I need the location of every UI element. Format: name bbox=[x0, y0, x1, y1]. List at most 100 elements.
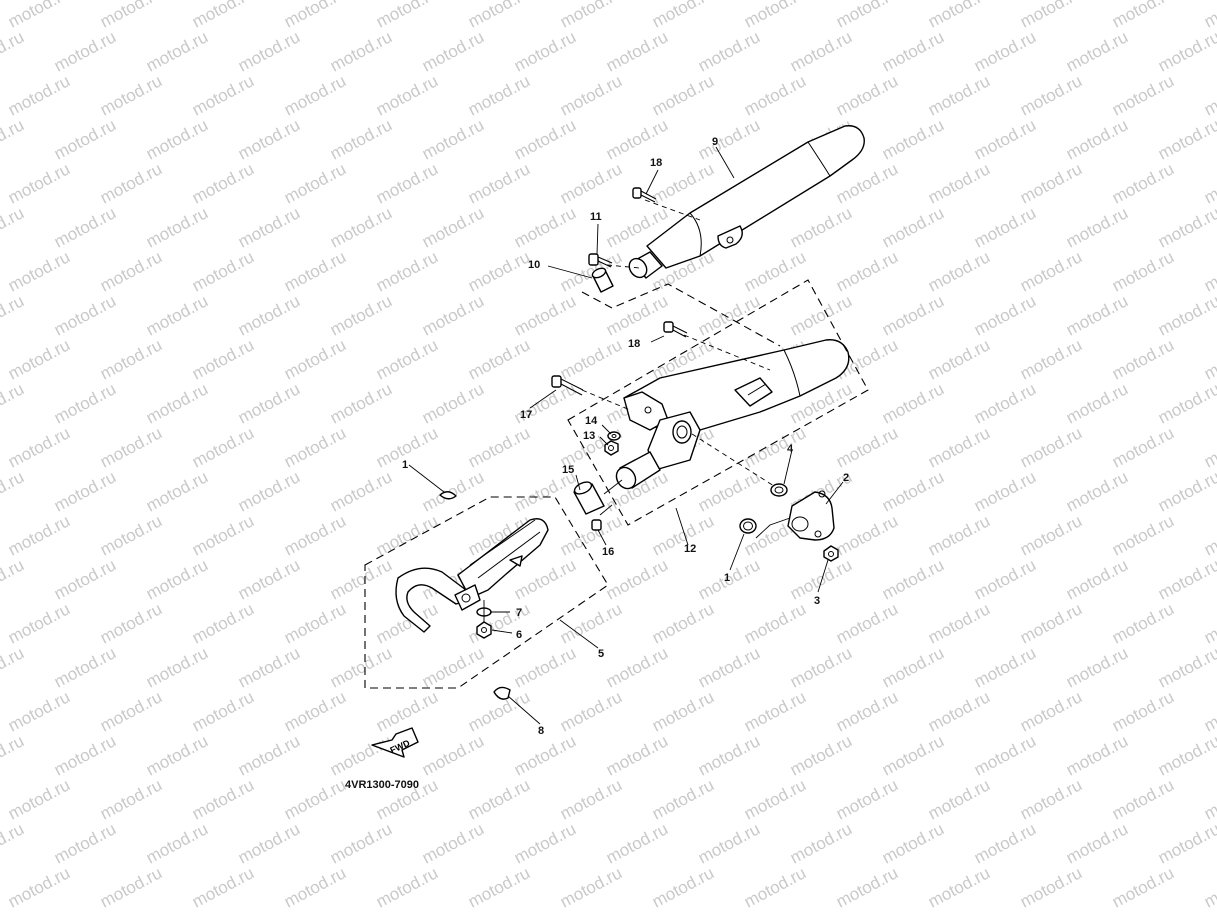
watermark-text: motod.ru bbox=[879, 467, 947, 515]
watermark-text: motod.ru bbox=[419, 291, 487, 339]
watermark-text: motod.ru bbox=[695, 643, 763, 691]
watermark-text: motod.ru bbox=[1109, 863, 1177, 911]
watermark-text: motod.ru bbox=[1063, 731, 1131, 779]
callout-1-right: 1 bbox=[724, 572, 730, 584]
watermark-text: motod.ru bbox=[1063, 819, 1131, 867]
watermark-text: motod.ru bbox=[925, 511, 993, 559]
watermark-text: motod.ru bbox=[0, 467, 27, 515]
watermark-text: motod.ru bbox=[557, 599, 625, 647]
watermark-text: motod.ru bbox=[1017, 687, 1085, 735]
watermark-text: motod.ru bbox=[1155, 291, 1217, 339]
watermark-text: motod.ru bbox=[1201, 511, 1217, 559]
watermark-text: motod.ru bbox=[1201, 335, 1217, 383]
watermark-text: motod.ru bbox=[695, 27, 763, 75]
watermark-text: motod.ru bbox=[695, 819, 763, 867]
watermark-text: motod.ru bbox=[97, 511, 165, 559]
watermark-text: motod.ru bbox=[281, 423, 349, 471]
watermark-text: motod.ru bbox=[51, 27, 119, 75]
watermark-text: motod.ru bbox=[1201, 0, 1217, 32]
watermark-text: motod.ru bbox=[879, 291, 947, 339]
watermark-text: motod.ru bbox=[51, 291, 119, 339]
watermark-text: motod.ru bbox=[327, 291, 395, 339]
watermark-text: motod.ru bbox=[327, 27, 395, 75]
watermark-text: motod.ru bbox=[925, 71, 993, 119]
watermark-text: motod.ru bbox=[787, 203, 855, 251]
watermark-text: motod.ru bbox=[511, 291, 579, 339]
watermark-text: motod.ru bbox=[419, 115, 487, 163]
watermark-text: motod.ru bbox=[189, 599, 257, 647]
watermark-text: motod.ru bbox=[235, 467, 303, 515]
watermark-text: motod.ru bbox=[0, 643, 27, 691]
watermark-text: motod.ru bbox=[97, 775, 165, 823]
watermark-text: motod.ru bbox=[189, 335, 257, 383]
watermark-text: motod.ru bbox=[1017, 423, 1085, 471]
watermark-text: motod.ru bbox=[143, 731, 211, 779]
watermark-text: motod.ru bbox=[143, 819, 211, 867]
watermark-text: motod.ru bbox=[1201, 863, 1217, 911]
watermark-text: motod.ru bbox=[189, 687, 257, 735]
watermark-text: motod.ru bbox=[51, 643, 119, 691]
watermark-text: motod.ru bbox=[833, 687, 901, 735]
watermark-text: motod.ru bbox=[1017, 863, 1085, 911]
watermark-text: motod.ru bbox=[1063, 467, 1131, 515]
watermark-text: motod.ru bbox=[1109, 335, 1177, 383]
watermark-text: motod.ru bbox=[741, 423, 809, 471]
watermark-text: motod.ru bbox=[741, 71, 809, 119]
watermark-text: motod.ru bbox=[5, 0, 73, 32]
watermark-text: motod.ru bbox=[925, 159, 993, 207]
watermark-text: motod.ru bbox=[143, 27, 211, 75]
watermark-text: motod.ru bbox=[373, 159, 441, 207]
callout-15: 15 bbox=[562, 464, 574, 476]
watermark-text: motod.ru bbox=[511, 643, 579, 691]
watermark-text: motod.ru bbox=[741, 687, 809, 735]
watermark-text: motod.ru bbox=[695, 291, 763, 339]
watermark-text: motod.ru bbox=[1109, 599, 1177, 647]
exhaust-pipe-assembly-5 bbox=[395, 518, 549, 633]
bolt-11 bbox=[588, 253, 613, 268]
watermark-text: motod.ru bbox=[189, 247, 257, 295]
watermark-text: motod.ru bbox=[143, 907, 211, 913]
watermark-text: motod.ru bbox=[5, 599, 73, 647]
watermark-text: motod.ru bbox=[327, 907, 395, 913]
watermark-text: motod.ru bbox=[419, 379, 487, 427]
watermark-text: motod.ru bbox=[1063, 643, 1131, 691]
watermark-text: motod.ru bbox=[97, 159, 165, 207]
watermark-text: motod.ru bbox=[557, 687, 625, 735]
watermark-text: motod.ru bbox=[879, 907, 947, 913]
callout-14: 14 bbox=[585, 415, 598, 427]
watermark-text: motod.ru bbox=[925, 775, 993, 823]
watermark-text: motod.ru bbox=[419, 731, 487, 779]
watermark-text: motod.ru bbox=[1109, 423, 1177, 471]
callout-7: 7 bbox=[516, 607, 522, 619]
watermark-text: motod.ru bbox=[557, 71, 625, 119]
watermark-text: motod.ru bbox=[833, 71, 901, 119]
watermark-text: motod.ru bbox=[1109, 71, 1177, 119]
watermark-text: motod.ru bbox=[189, 511, 257, 559]
watermark-text: motod.ru bbox=[1201, 423, 1217, 471]
callout-8: 8 bbox=[538, 725, 544, 737]
watermark-text: motod.ru bbox=[1063, 379, 1131, 427]
nut-3 bbox=[823, 545, 839, 562]
watermark-text: motod.ru bbox=[0, 203, 27, 251]
group-outline-muffler-9 bbox=[581, 283, 781, 347]
diagram-code: 4VR1300-7090 bbox=[345, 779, 419, 791]
watermark-text: motod.ru bbox=[51, 115, 119, 163]
watermark-text: motod.ru bbox=[465, 423, 533, 471]
watermark-text: motod.ru bbox=[741, 599, 809, 647]
watermark-text: motod.ru bbox=[189, 775, 257, 823]
watermark-text: motod.ru bbox=[143, 555, 211, 603]
watermark-text: motod.ru bbox=[971, 379, 1039, 427]
watermark-text: motod.ru bbox=[419, 467, 487, 515]
watermark-text: motod.ru bbox=[695, 115, 763, 163]
gasket-1-right bbox=[739, 518, 757, 534]
watermark-text: motod.ru bbox=[419, 203, 487, 251]
watermark-text: motod.ru bbox=[51, 467, 119, 515]
watermark-text: motod.ru bbox=[787, 819, 855, 867]
watermark-text: motod.ru bbox=[603, 907, 671, 913]
watermark-text: motod.ru bbox=[971, 555, 1039, 603]
watermark-text: motod.ru bbox=[281, 687, 349, 735]
watermark-text: motod.ru bbox=[511, 203, 579, 251]
watermark-text: motod.ru bbox=[0, 731, 27, 779]
watermark-text: motod.ru bbox=[465, 159, 533, 207]
